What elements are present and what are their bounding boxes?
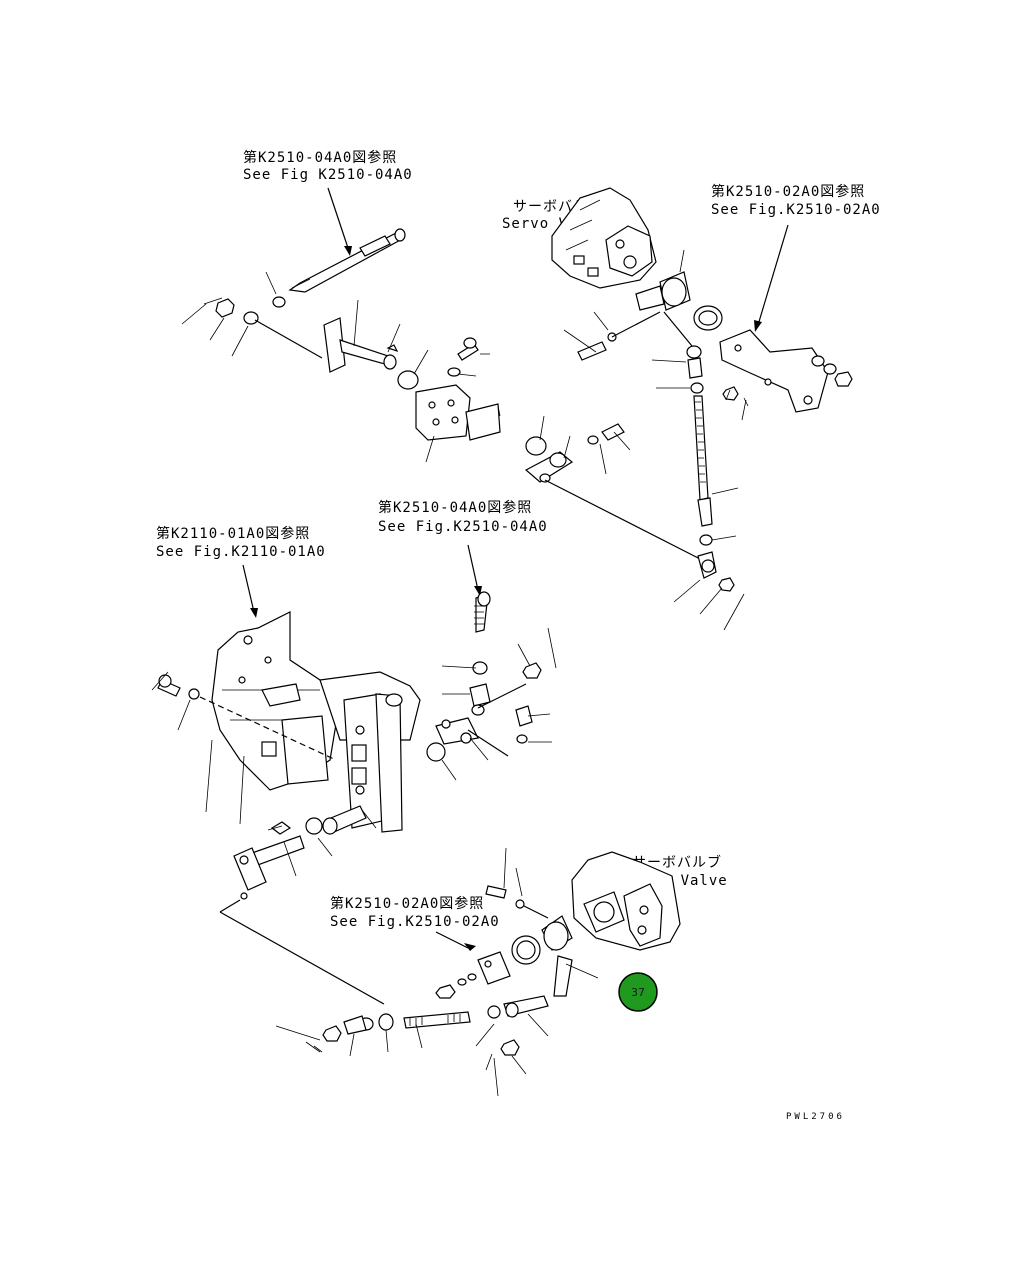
lower-lever	[219, 805, 385, 1005]
ref-top-en: See Fig K2510-04A0	[243, 167, 413, 183]
ref-bottom-en: See Fig.K2510-02A0	[330, 914, 500, 930]
ref-left-en: See Fig.K2110-01A0	[156, 544, 326, 560]
top-left-linkage	[215, 228, 707, 563]
ref-bottom-jp: 第K2510-02A0図参照	[330, 895, 484, 912]
frame	[157, 611, 421, 833]
ref-top-jp: 第K2510-04A0図参照	[243, 149, 397, 166]
middle-linkage	[426, 591, 542, 762]
servo-valve-bottom	[305, 851, 681, 1056]
drawing-code: PWL2706	[786, 1112, 845, 1122]
page-badge-label: 37	[631, 986, 645, 999]
ref-left-jp: 第K2110-01A0図参照	[156, 525, 310, 542]
servo-valve-top	[551, 187, 853, 592]
servo-bottom-jp: サーボバルブ	[632, 854, 722, 871]
ref-right-jp: 第K2510-02A0図参照	[711, 183, 865, 200]
callout-leaders	[151, 249, 747, 1097]
ref-mid-en: See Fig.K2510-04A0	[378, 519, 548, 535]
page-badge: 37	[618, 972, 658, 1012]
ref-mid-jp: 第K2510-04A0図参照	[378, 499, 532, 516]
ref-right-en: See Fig.K2510-02A0	[711, 202, 881, 218]
